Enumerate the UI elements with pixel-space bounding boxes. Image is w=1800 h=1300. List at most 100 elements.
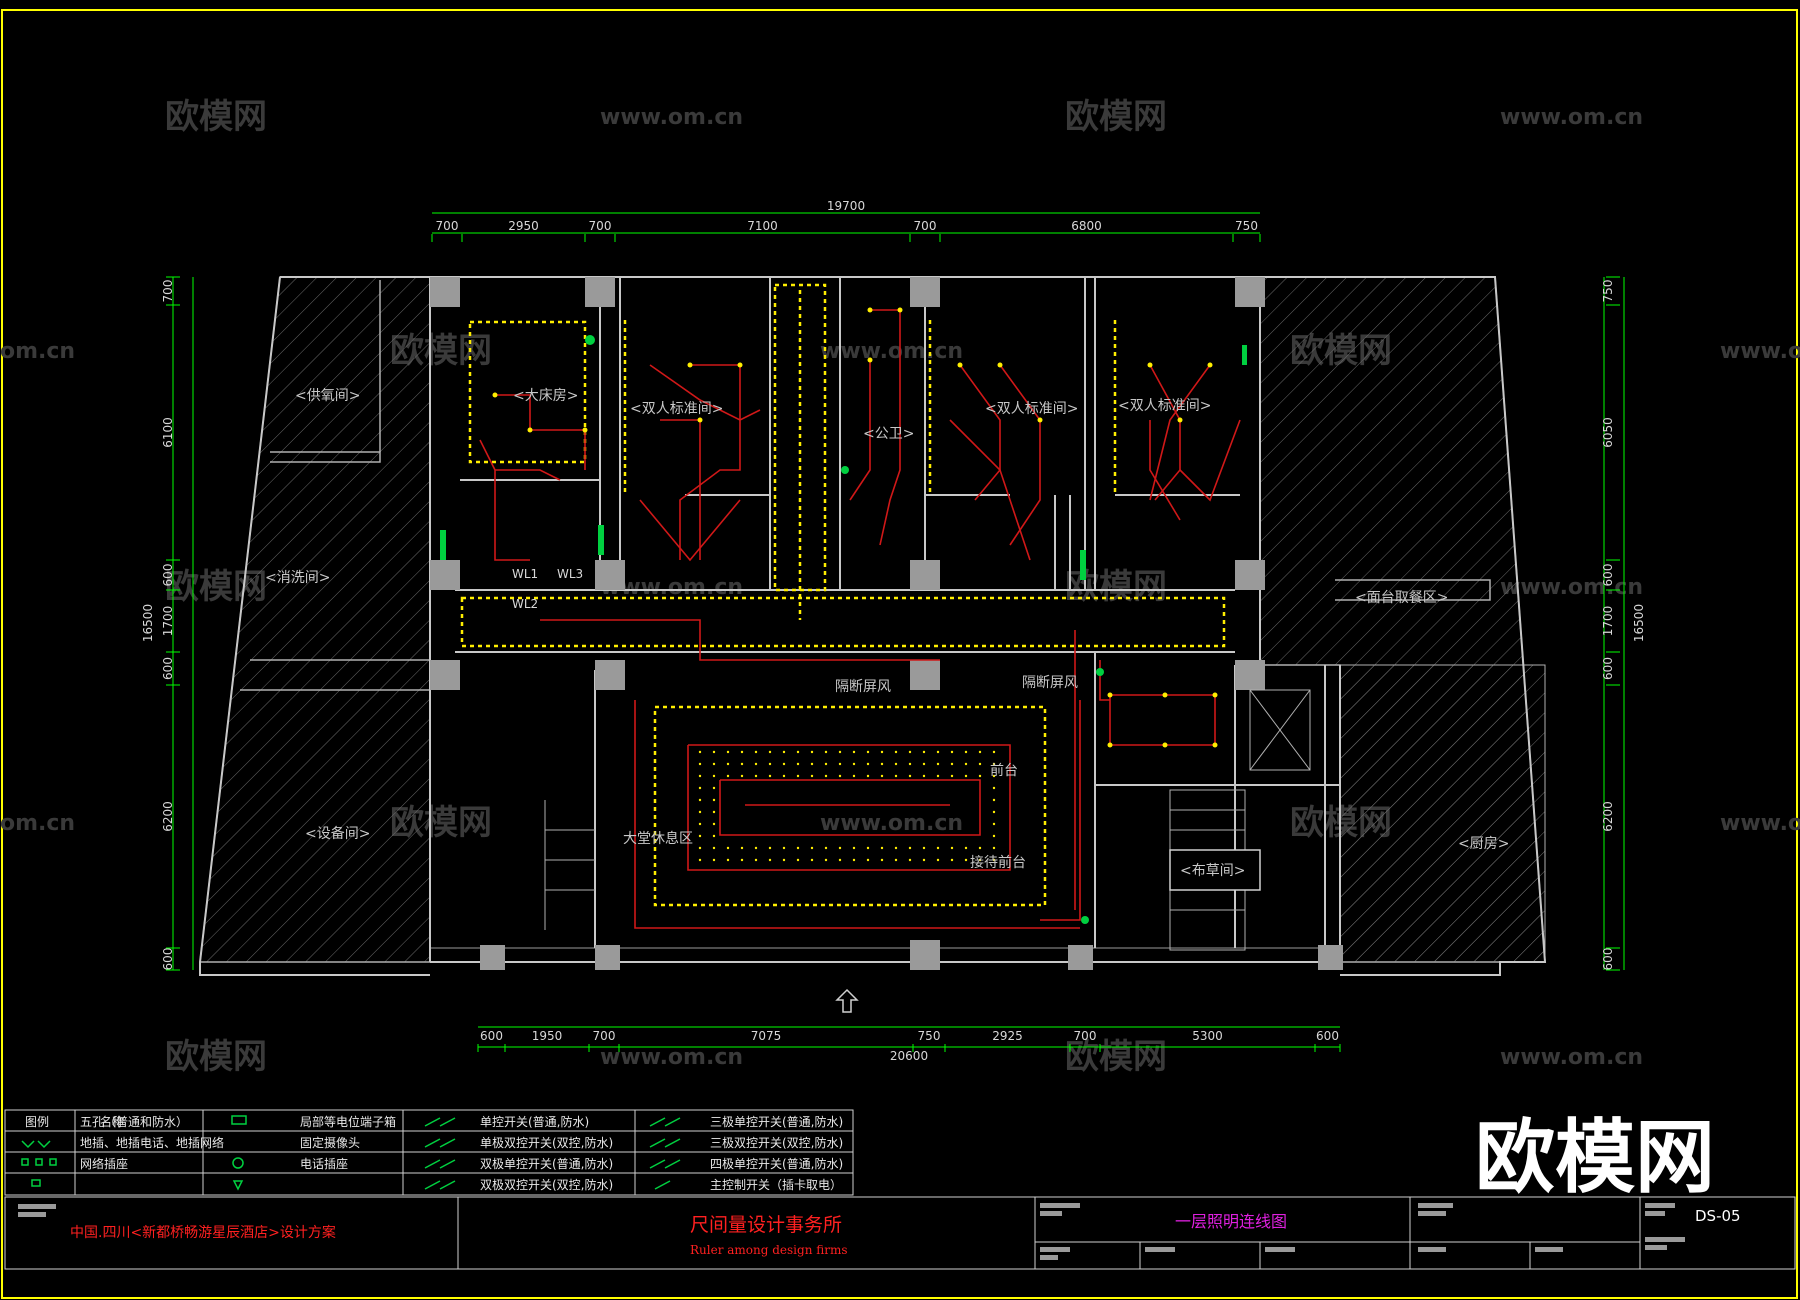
watermark-url: www.om.cn — [1720, 339, 1800, 364]
dimension-label: 6100 — [161, 417, 175, 448]
room-label: <布草间> — [1180, 863, 1245, 879]
legend-entry: 固定摄像头 — [300, 1135, 360, 1150]
legend-entry: 三极单控开关(普通,防水) — [710, 1114, 843, 1129]
fixtures — [492, 307, 1218, 748]
room-label: 隔断屏风 — [835, 679, 891, 695]
dimension-label: 750 — [918, 1029, 941, 1043]
room-label: 隔断屏风 — [1022, 675, 1078, 691]
dimension-label: 6200 — [161, 801, 175, 832]
room-label: <双人标准间> — [985, 401, 1078, 417]
circuit-label: WL3 — [557, 567, 583, 581]
legend-entry: 单极双控开关(双控,防水) — [480, 1135, 613, 1150]
legend-entry: 主控制开关（插卡取电） — [710, 1178, 842, 1192]
watermark-url: www.om.cn — [600, 1045, 743, 1070]
dimension-label: 2950 — [508, 219, 539, 233]
legend-entry: 五孔（普通和防水） — [80, 1114, 188, 1129]
room-label: 前台 — [990, 762, 1018, 779]
project-name: 中国.四川<新都桥畅游星辰酒店>设计方案 — [70, 1224, 336, 1241]
dimension-label: 600 — [1601, 657, 1615, 680]
dimension-label: 5300 — [1192, 1029, 1223, 1043]
room-label: <设备间> — [305, 825, 370, 842]
dimension-label: 6800 — [1071, 219, 1102, 233]
firm-name-cn: 尺间量设计事务所 — [690, 1214, 842, 1236]
drawing-number: DS-05 — [1695, 1207, 1741, 1225]
dimension-label: 1700 — [161, 606, 175, 637]
dimension-label: 600 — [1601, 948, 1615, 971]
circuit-label: WL1 — [512, 567, 538, 581]
right-lower-hatch — [1339, 664, 1546, 963]
watermark-brand: 欧模网 — [165, 1037, 267, 1077]
dimension-total: 20600 — [890, 1049, 928, 1063]
dimension-label: 600 — [161, 657, 175, 680]
room-label: 接待前台 — [970, 854, 1026, 871]
interior-walls — [429, 277, 1341, 962]
room-labels: <供氧间> <消洗间> <设备间> <大床房> <双人标准间> <公卫> <双人… — [265, 388, 1509, 879]
room-label: <大床房> — [513, 388, 578, 404]
dimension-total: 16500 — [141, 604, 155, 642]
watermark-url: om.cn — [0, 811, 75, 836]
room-label: <面台取餐区> — [1355, 590, 1448, 606]
brand-logo: 欧模网 — [1475, 1111, 1715, 1204]
dimension-total: 16500 — [1632, 604, 1646, 642]
lighting-strips — [460, 283, 1226, 907]
ceiling-dot-field — [698, 750, 996, 862]
legend-entry: 网络插座 — [80, 1156, 128, 1171]
watermark-brand: 欧模网 — [1065, 97, 1167, 137]
room-label: <厨房> — [1458, 836, 1509, 852]
circuit-label: WL2 — [512, 597, 538, 611]
legend-entry: 双极双控开关(双控,防水) — [480, 1177, 613, 1192]
dimension-lines — [172, 212, 1625, 1048]
dimension-label: 2925 — [992, 1029, 1023, 1043]
dimension-label: 600 — [1601, 564, 1615, 587]
watermark-brand: 欧模网 — [165, 97, 267, 137]
legend-entry: 双极单控开关(普通,防水) — [480, 1156, 613, 1171]
title-block: 中国.四川<新都桥畅游星辰酒店>设计方案 尺间量设计事务所 Ruler amon… — [4, 1196, 1796, 1270]
green-devices — [440, 335, 1247, 924]
dimension-label: 750 — [1235, 219, 1258, 233]
dimension-label: 700 — [436, 219, 459, 233]
watermark-url: om.cn — [0, 339, 75, 364]
columns — [430, 277, 1343, 970]
drawing-title: 一层照明连线图 — [1175, 1212, 1287, 1231]
legend-entry: 电话插座 — [300, 1156, 348, 1171]
room-label: <供氧间> — [295, 388, 360, 404]
dimension-label: 700 — [914, 219, 937, 233]
dimension-label: 1700 — [1601, 606, 1615, 637]
dimension-label: 7075 — [751, 1029, 782, 1043]
dimension-label: 700 — [589, 219, 612, 233]
dimension-label: 600 — [161, 948, 175, 971]
legend-table: 图例 名称 五孔（普通和防水） 局部等电位端子箱 单控开关(普通,防水) 三极单控开关… — [4, 1109, 854, 1196]
watermark-brand: 欧模网 — [1065, 1037, 1167, 1077]
watermark-url: www.om.cn — [1500, 105, 1643, 130]
watermark-url: www.om.cn — [600, 105, 743, 130]
dimension-label: 600 — [1316, 1029, 1339, 1043]
building-outline — [199, 276, 1547, 976]
dimension-label: 700 — [593, 1029, 616, 1043]
dimension-label: 700 — [1074, 1029, 1097, 1043]
legend-entry: 地插、地插电话、地插网络 — [80, 1135, 224, 1150]
drawing-frame — [1, 9, 1798, 1299]
room-label: 大堂休息区 — [623, 830, 693, 847]
dimension-total: 19700 — [827, 199, 865, 213]
legend-entry: 单控开关(普通,防水) — [480, 1114, 589, 1129]
room-label: <双人标准间> — [1118, 398, 1211, 414]
legend-header-icon: 图例 — [25, 1115, 49, 1129]
watermark-url: www.om.cn — [1500, 1045, 1643, 1070]
dimension-label: 1950 — [532, 1029, 563, 1043]
stairs-elevator — [544, 689, 1311, 951]
legend-header-name: 名称 — [100, 1114, 124, 1129]
dimension-label: 6200 — [1601, 801, 1615, 832]
room-label: <消洗间> — [265, 570, 330, 586]
legend-entry: 局部等电位端子箱 — [300, 1114, 396, 1129]
dimension-label: 6050 — [1601, 417, 1615, 448]
watermark-url: www.om.cn — [820, 811, 963, 836]
watermark-url: www.om.cn — [820, 339, 963, 364]
firm-name-en: Ruler among design firms — [690, 1243, 848, 1257]
watermark-url: www.om.cn — [1720, 811, 1800, 836]
wiring — [479, 309, 1241, 929]
dimension-label: 600 — [480, 1029, 503, 1043]
room-label: <双人标准间> — [630, 401, 723, 417]
watermark-url: www.om.cn — [1500, 575, 1643, 600]
